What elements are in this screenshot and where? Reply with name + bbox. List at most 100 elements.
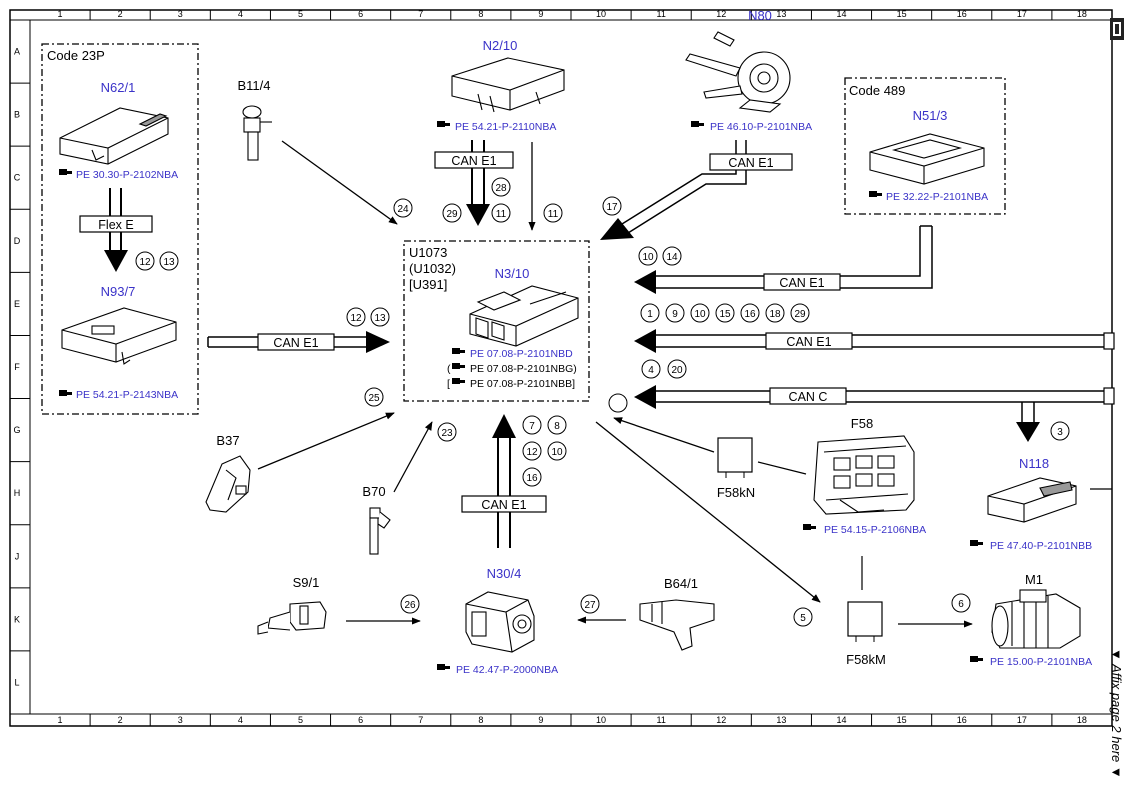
circle-28-row: 29: [790, 303, 810, 323]
frame: [9, 9, 1113, 727]
svg-text:25: 25: [368, 393, 380, 404]
svg-text:20: 20: [671, 365, 683, 376]
grid-col-label-top: 2: [118, 9, 123, 19]
circle-22: 23: [437, 422, 457, 442]
grid-col-label-bottom: 12: [716, 715, 726, 725]
circle-16-row: 16: [740, 303, 760, 323]
grid-col-label-bottom: 1: [58, 715, 63, 725]
circle-23: 24: [393, 198, 413, 218]
svg-text:13: 13: [374, 313, 386, 324]
f58kn-arrow: [613, 417, 715, 453]
circle-15: 15: [715, 303, 735, 323]
svg-text:13: 13: [163, 257, 175, 268]
grid-col-label-bottom: 16: [957, 715, 967, 725]
n30-4-ref: PE 42.47-P-2000NBA: [456, 664, 558, 676]
grid-row-label: B: [14, 110, 20, 120]
grid-row-label: K: [14, 614, 20, 624]
grid-row-label: L: [14, 677, 19, 687]
circle-11: 12: [522, 441, 542, 461]
m1-starter-motor-icon: [991, 589, 1081, 649]
n51-3-module-icon: [869, 133, 985, 185]
circle-12-a: 11: [491, 203, 511, 223]
circle-13-mid: 12: [346, 307, 366, 327]
n51-3-ref: PE 32.22-P-2101NBA: [886, 191, 988, 203]
n3-10-ecu-icon: [469, 285, 579, 347]
signal-number-circles: 12 13 12 13 24 28 29 11 11 17 10 14 1 9 …: [135, 177, 1070, 627]
n93-7-ref-icon: [59, 390, 72, 396]
n3-10-ref-1: PE 07.08-P-2101NBD: [470, 348, 573, 360]
b70-arrow: [393, 421, 433, 493]
circle-4: 4: [641, 359, 661, 379]
can-e1-n51-line-a: [656, 226, 933, 289]
svg-text:29: 29: [446, 209, 458, 220]
grid-labels: 1122334455667788991010111112121313141415…: [13, 9, 1086, 725]
n93-7-module-icon: [61, 307, 177, 365]
s9-1-switch-icon: [257, 601, 327, 635]
grid-col-label-top: 8: [478, 9, 483, 19]
b37-arrow: [257, 412, 395, 470]
svg-text:4: 4: [648, 365, 654, 376]
grid-row-label: A: [14, 47, 20, 57]
svg-text:15: 15: [719, 309, 731, 320]
n3-10-ref-icon-1: [452, 348, 465, 354]
grid-col-label-bottom: 9: [538, 715, 543, 725]
n80-label: N80: [748, 8, 772, 23]
can-e1-n93-label: CAN E1: [273, 336, 318, 350]
can-e1-n93-arrow: [366, 331, 390, 353]
n51-3-ref-icon: [869, 191, 882, 197]
circle-10-row: 10: [690, 303, 710, 323]
n118-ref-icon: [970, 540, 983, 546]
can-e1-right-label: CAN E1: [786, 335, 831, 349]
svg-text:18: 18: [769, 309, 781, 320]
svg-text:23: 23: [441, 428, 453, 439]
can-e1-n93-box: [257, 333, 335, 351]
can-e1-n30-arrow: [492, 414, 516, 438]
n93-7-label: N93/7: [101, 284, 136, 299]
circle-14-left: 13: [159, 251, 179, 271]
circle-28: 29: [442, 203, 462, 223]
grid-row-label: D: [14, 236, 21, 246]
b37-label: B37: [216, 433, 239, 448]
n62-1-module-icon: [59, 107, 169, 165]
n118-label: N118: [1019, 456, 1049, 471]
grid-col-label-bottom: 8: [478, 715, 483, 725]
can-e1-n30-box: [461, 495, 547, 513]
svg-text:28: 28: [495, 183, 507, 194]
code-489-label: Code 489: [849, 83, 905, 98]
grid-col-label-bottom: 14: [836, 715, 846, 725]
grid-col-label-top: 13: [776, 9, 786, 19]
can-e1-n51-line-b: [656, 226, 921, 277]
svg-text:17: 17: [606, 202, 618, 213]
svg-text:24: 24: [397, 204, 409, 215]
f58km-label: F58kM: [846, 652, 886, 667]
f58-fuse-box-icon: [813, 435, 915, 515]
n62-1-label: N62/1: [101, 80, 136, 95]
grid-col-label-top: 5: [298, 9, 303, 19]
can-e1-right-box: [765, 332, 853, 350]
svg-text:14: 14: [666, 252, 678, 263]
can-c-label: CAN C: [789, 390, 828, 404]
n62-1-ref: PE 30.30-P-2102NBA: [76, 169, 178, 181]
circle-10-top: 10: [638, 246, 658, 266]
can-e1-n80-arrow: [600, 218, 634, 240]
svg-text:29: 29: [794, 309, 806, 320]
f58-to-f58kn-line: [757, 461, 807, 475]
grid-row-label: C: [14, 173, 21, 183]
can-c-branch-arrow: [1016, 422, 1040, 442]
can-e1-right-edge-box: [1103, 332, 1115, 350]
n3-10-ref-3-open: [: [447, 378, 450, 390]
b70-label: B70: [362, 484, 385, 499]
svg-text:12: 12: [350, 313, 362, 324]
n80-ref: PE 46.10-P-2101NBA: [710, 121, 812, 133]
svg-text:11: 11: [548, 209, 559, 220]
b11-4-label: B11/4: [237, 78, 270, 93]
svg-text:16: 16: [526, 473, 538, 484]
grid-col-label-bottom: 17: [1017, 715, 1027, 725]
svg-text:3: 3: [1057, 427, 1063, 438]
b37-pedal-sensor-icon: [205, 455, 251, 513]
code-23p-box: [41, 43, 199, 415]
b11-4-sensor-icon: [242, 105, 272, 161]
svg-text:1: 1: [647, 309, 653, 320]
circle-13-left: 12: [135, 251, 155, 271]
b64-1-sensor-icon: [639, 599, 715, 651]
